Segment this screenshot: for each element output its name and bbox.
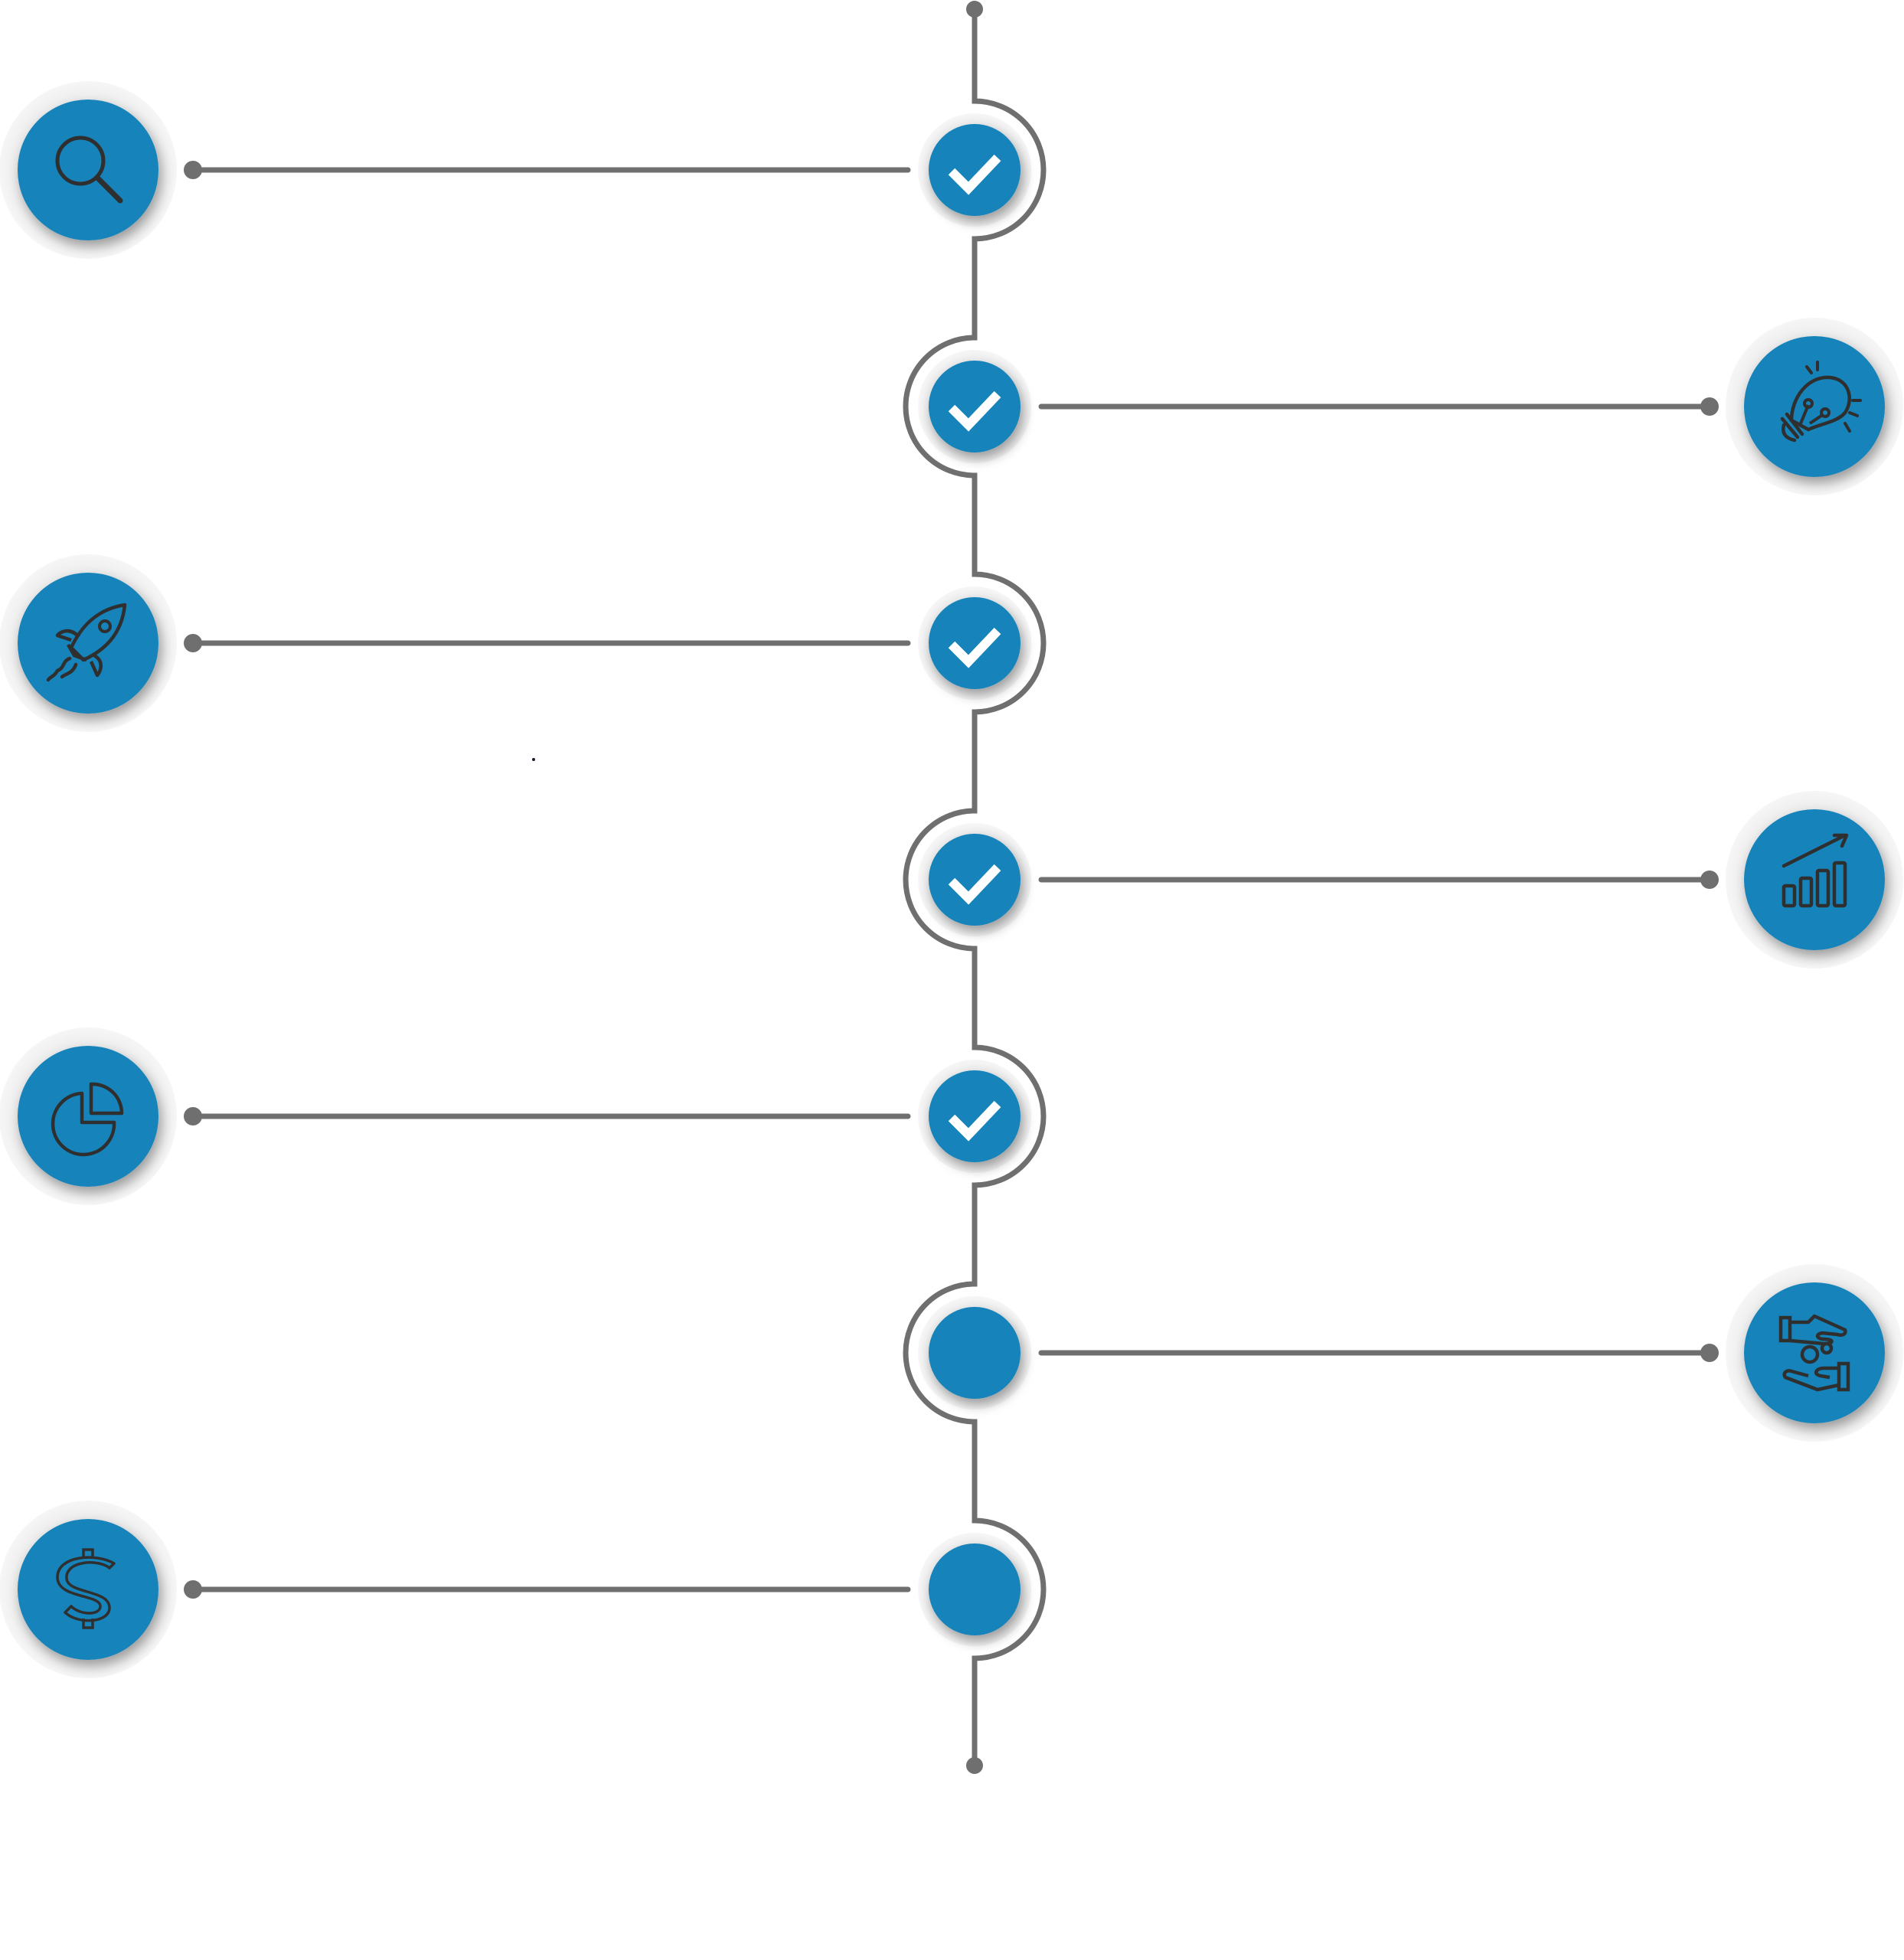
status-node[interactable] — [929, 124, 1021, 216]
checkmark-icon — [948, 1100, 1001, 1142]
timeline-nodes — [0, 81, 1903, 1678]
connector-dot — [1700, 871, 1719, 889]
spine-start-dot — [966, 1, 983, 18]
icon-circle[interactable] — [18, 573, 158, 714]
status-node[interactable] — [929, 597, 1021, 689]
connector-dot — [1700, 397, 1719, 416]
icon-circle[interactable] — [18, 1519, 158, 1660]
search-icon — [55, 136, 123, 204]
growth-chart-icon — [1782, 833, 1849, 908]
checkmark-icon — [948, 390, 1001, 432]
status-node[interactable] — [929, 361, 1021, 452]
icon-circle[interactable] — [1744, 1282, 1885, 1423]
status-node[interactable] — [929, 834, 1021, 926]
checkmark-icon — [948, 627, 1001, 668]
rocket-icon — [46, 603, 127, 682]
status-node[interactable] — [929, 1544, 1021, 1635]
icon-circle[interactable] — [1744, 809, 1885, 950]
dollar-icon — [56, 1548, 116, 1629]
status-node[interactable] — [929, 1070, 1021, 1162]
timeline-spine — [903, 1, 1047, 1774]
stray-dot — [532, 758, 535, 761]
icon-circle[interactable] — [1744, 336, 1885, 477]
connector-dot — [184, 1580, 202, 1599]
icon-circle[interactable] — [18, 100, 158, 240]
timeline-step — [0, 1501, 1031, 1678]
hands-coins-icon — [1778, 1314, 1850, 1392]
timeline-step — [0, 1027, 1031, 1205]
timeline-step — [0, 554, 1031, 732]
timeline-step — [918, 1264, 1903, 1442]
checkmark-icon — [948, 864, 1001, 905]
timeline-step — [0, 81, 1031, 259]
checkmark-icon — [948, 154, 1001, 195]
connector-dot — [184, 1107, 202, 1125]
status-node[interactable] — [929, 1307, 1021, 1399]
timeline-step — [918, 791, 1903, 969]
timeline-step — [918, 318, 1903, 495]
connector-dot — [1700, 1344, 1719, 1362]
icon-circle[interactable] — [18, 1046, 158, 1187]
spine-end-dot — [966, 1757, 983, 1774]
connector-dot — [184, 161, 202, 179]
lightbulb-icon — [1780, 361, 1862, 443]
connector-dot — [184, 634, 202, 652]
pie-chart-icon — [51, 1082, 124, 1157]
spine-line — [903, 9, 1047, 1766]
